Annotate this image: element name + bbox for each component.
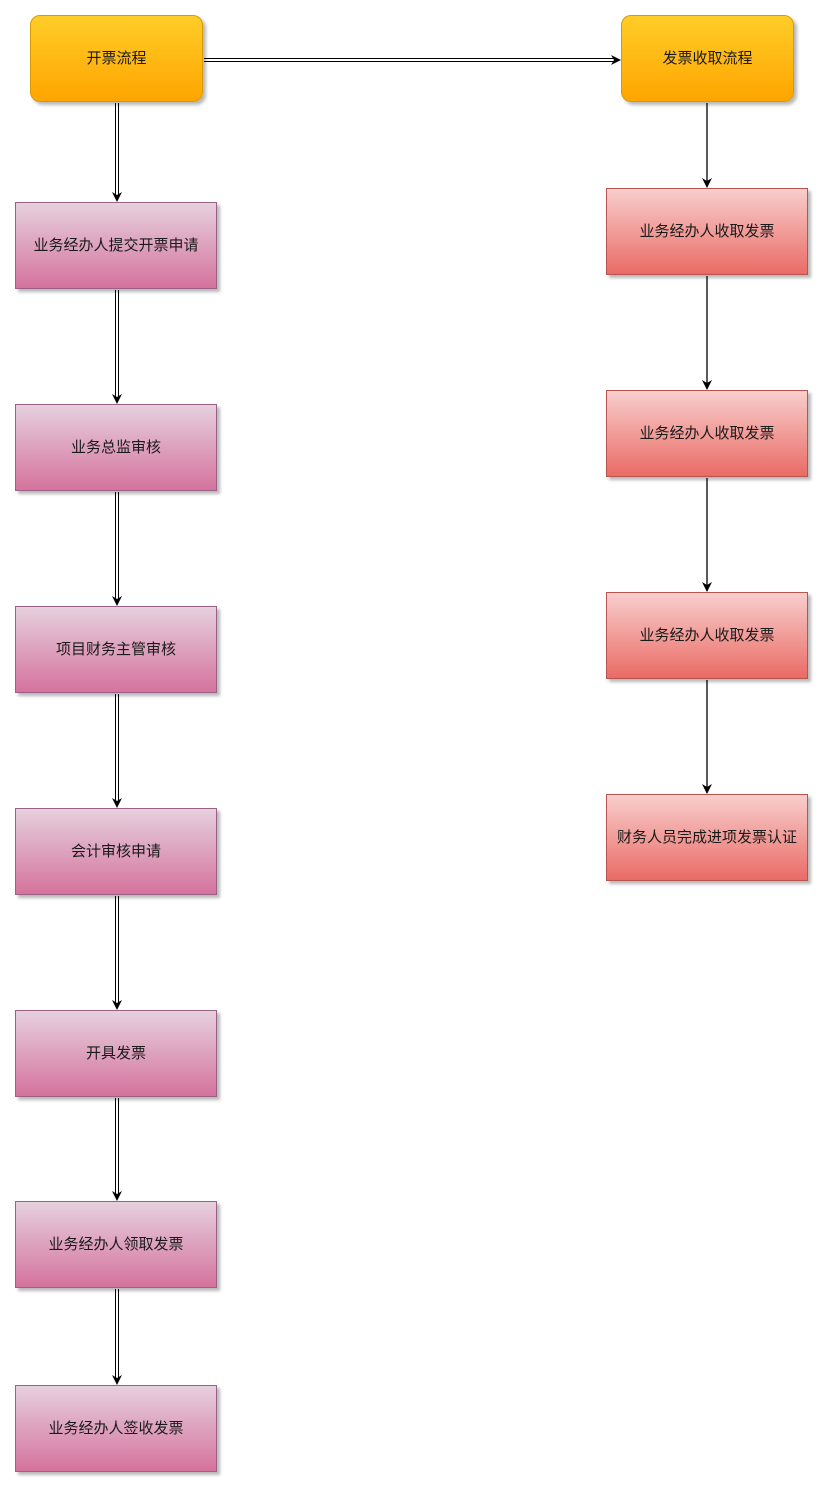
node-input-invoice-certification-label: 财务人员完成进项发票认证 [616, 828, 797, 846]
node-submit-request[interactable]: 业务经办人提交开票申请 [15, 202, 217, 289]
node-receive-invoice-1-label: 业务经办人收取发票 [639, 222, 775, 240]
node-accountant-review-label: 会计审核申请 [70, 842, 161, 860]
node-collect-invoice[interactable]: 业务经办人领取发票 [15, 1201, 217, 1288]
node-input-invoice-certification[interactable]: 财务人员完成进项发票认证 [606, 794, 808, 881]
node-accountant-review[interactable]: 会计审核申请 [15, 808, 217, 895]
node-receive-invoice-3-label: 业务经办人收取发票 [639, 626, 775, 644]
node-finance-supervisor-review-label: 项目财务主管审核 [55, 640, 176, 658]
node-receive-invoice-2[interactable]: 业务经办人收取发票 [606, 390, 808, 477]
node-kaipiao-flow-label: 开票流程 [86, 49, 147, 67]
node-sign-invoice[interactable]: 业务经办人签收发票 [15, 1385, 217, 1472]
node-submit-request-label: 业务经办人提交开票申请 [33, 236, 199, 254]
node-director-review-label: 业务总监审核 [70, 438, 161, 456]
node-sign-invoice-label: 业务经办人签收发票 [48, 1419, 184, 1437]
node-receive-invoice-1[interactable]: 业务经办人收取发票 [606, 188, 808, 275]
node-finance-supervisor-review[interactable]: 项目财务主管审核 [15, 606, 217, 693]
node-issue-invoice[interactable]: 开具发票 [15, 1010, 217, 1097]
node-director-review[interactable]: 业务总监审核 [15, 404, 217, 491]
node-collect-invoice-label: 业务经办人领取发票 [48, 1235, 184, 1253]
node-shoupiao-flow[interactable]: 发票收取流程 [621, 15, 794, 102]
connector-group [112, 55, 712, 1385]
node-shoupiao-flow-label: 发票收取流程 [662, 49, 753, 67]
node-issue-invoice-label: 开具发票 [85, 1044, 146, 1062]
node-receive-invoice-3[interactable]: 业务经办人收取发票 [606, 592, 808, 679]
node-receive-invoice-2-label: 业务经办人收取发票 [639, 424, 775, 442]
node-kaipiao-flow[interactable]: 开票流程 [30, 15, 203, 102]
